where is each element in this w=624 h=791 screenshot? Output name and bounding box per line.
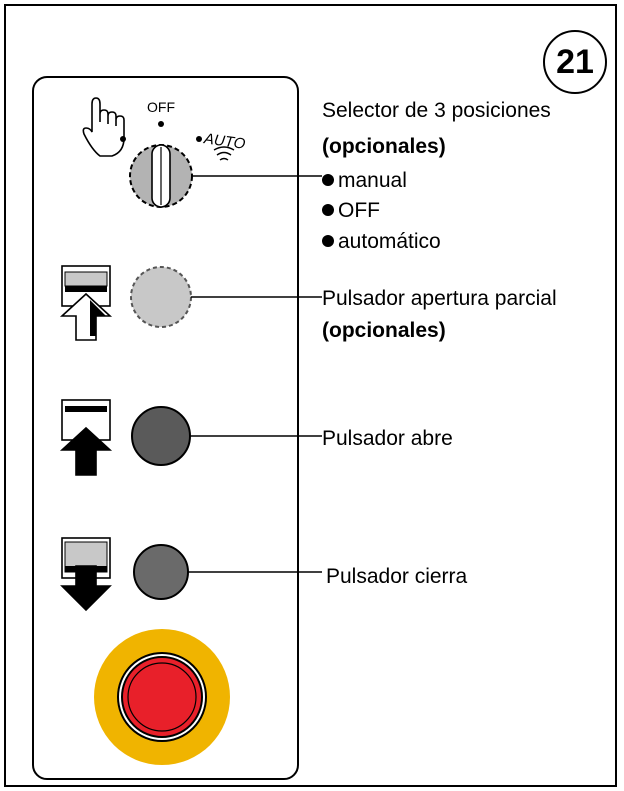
off-position-label: OFF	[147, 99, 175, 115]
partial-open-button[interactable]	[130, 266, 192, 328]
figure-number-badge: 21	[543, 30, 607, 94]
partial-title: Pulsador apertura parcial	[322, 287, 557, 310]
selector-title: Selector de 3 posiciones	[322, 99, 551, 122]
close-arrow-icon	[60, 537, 112, 612]
selector-position-off: OFF	[322, 200, 380, 221]
figure-frame	[4, 4, 617, 787]
position-label: OFF	[338, 199, 380, 222]
selector-knob[interactable]	[129, 144, 193, 208]
partial-open-arrow-icon	[59, 265, 113, 341]
position-dot-off	[158, 121, 164, 127]
position-dot-manual	[120, 136, 126, 142]
position-dot-auto	[196, 136, 202, 142]
auto-label: AUTO	[202, 130, 247, 153]
position-label: automático	[338, 230, 441, 253]
open-title: Pulsador abre	[322, 427, 453, 450]
close-button[interactable]	[133, 544, 189, 600]
close-title: Pulsador cierra	[326, 565, 468, 588]
emergency-stop-button[interactable]	[94, 629, 230, 765]
position-label: manual	[338, 169, 407, 192]
partial-note: (opcionales)	[322, 319, 446, 342]
open-arrow-icon	[59, 399, 113, 476]
selector-note: (opcionales)	[322, 135, 446, 158]
bullet-dot	[322, 235, 334, 247]
selector-position-auto: automático	[322, 231, 441, 252]
hand-pointer-icon	[82, 97, 125, 157]
bullet-dot	[322, 174, 334, 186]
selector-position-manual: manual	[322, 170, 407, 191]
wifi-auto-icon: AUTO	[202, 130, 247, 161]
open-button[interactable]	[131, 406, 191, 466]
bullet-dot	[322, 204, 334, 216]
